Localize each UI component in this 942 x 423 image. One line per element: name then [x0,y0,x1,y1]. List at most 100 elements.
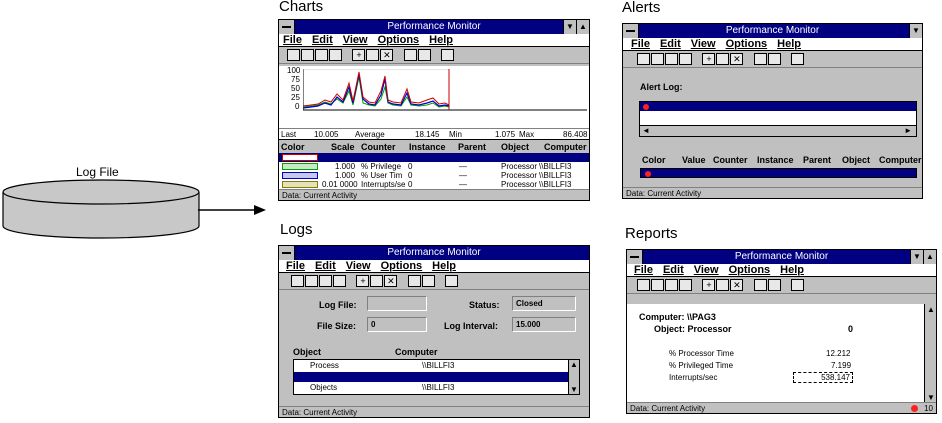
system-menu-icon[interactable] [279,246,295,260]
scroll-left-icon[interactable]: ◄ [642,126,650,135]
options-icon[interactable] [791,53,805,65]
chart-status-bar: Data: Current Activity [279,189,589,200]
menu-help[interactable]: Help [780,264,805,276]
log-view-icon[interactable] [665,279,678,291]
add-icon[interactable]: + [352,49,366,61]
delete-icon[interactable]: ✕ [384,275,398,287]
edit-icon[interactable] [716,279,730,291]
horizontal-scrollbar[interactable]: ◄ ► [640,125,916,136]
bookmark-icon[interactable] [767,53,781,65]
delete-icon[interactable]: ✕ [730,53,744,65]
report-view-icon[interactable] [679,53,692,65]
menu-edit[interactable]: Edit [659,38,681,50]
vertical-scrollbar[interactable]: ▲ ▼ [568,360,579,394]
alert-view-icon[interactable] [301,49,314,61]
bookmark-icon[interactable] [767,279,781,291]
list-item[interactable]: Process \\BILLFI3 [310,361,455,370]
options-icon[interactable] [441,49,455,61]
log-file-field-label: Log File: [319,300,357,310]
scroll-down-icon[interactable]: ▼ [927,393,935,402]
menu-help[interactable]: Help [429,34,454,46]
log-view-icon[interactable] [665,53,678,65]
scroll-up-icon[interactable]: ▲ [927,305,935,314]
update-icon[interactable] [403,49,417,61]
options-icon[interactable] [791,279,805,291]
report-object-instance: 0 [848,324,854,334]
menu-view[interactable]: View [345,260,371,272]
report-view-icon[interactable] [329,49,342,61]
chart-view-icon[interactable] [637,53,650,65]
add-icon[interactable]: + [702,53,716,65]
system-menu-icon[interactable] [279,20,295,34]
scroll-down-icon[interactable]: ▼ [570,385,578,394]
menu-edit[interactable]: Edit [314,260,336,272]
minimize-icon[interactable]: ▼ [910,250,923,264]
maximize-icon[interactable]: ▲ [923,250,936,264]
menu-view[interactable]: View [342,34,368,46]
chart-title-bar: Performance Monitor ▼ ▲ [279,20,589,34]
edit-icon[interactable] [716,53,730,65]
menu-help[interactable]: Help [432,260,457,272]
chart-view-icon[interactable] [291,275,304,287]
log-view-icon[interactable] [315,49,328,61]
menu-edit[interactable]: Edit [662,264,684,276]
alert-view-icon[interactable] [651,53,664,65]
menu-view[interactable]: View [693,264,719,276]
chart-view-icon[interactable] [287,49,300,61]
alert-log-list[interactable]: ◄ ► [639,101,917,137]
legend-row[interactable] [279,153,589,162]
report-menu-bar: File Edit View Options Help [627,264,936,277]
report-counter-value[interactable]: 538.147 [793,372,853,383]
delete-icon[interactable]: ✕ [380,49,394,61]
system-menu-icon[interactable] [623,24,639,38]
maximize-icon[interactable]: ▲ [576,20,589,34]
log-object-list[interactable]: Process \\BILLFI3 Objects \\BILLFI3 ▲ ▼ [293,359,580,395]
report-view-icon[interactable] [679,279,692,291]
bookmark-icon[interactable] [421,275,435,287]
legend-row[interactable]: 0.01 0000 Interrupts/se 0 — Processor \\… [279,180,589,189]
menu-options[interactable]: Options [728,264,771,276]
update-icon[interactable] [753,53,767,65]
alert-log-row[interactable] [640,102,916,111]
menu-file[interactable]: File [283,34,302,46]
bookmark-icon[interactable] [417,49,431,61]
add-icon[interactable]: + [702,279,716,291]
delete-icon[interactable]: ✕ [730,279,744,291]
list-item[interactable] [294,372,568,382]
menu-edit[interactable]: Edit [311,34,333,46]
list-item[interactable]: Objects \\BILLFI3 [310,383,455,392]
minimize-icon[interactable]: ▼ [563,20,576,34]
legend-row[interactable]: 1.000 % User Tim 0 — Processor \\BILLFI3 [279,171,589,180]
menu-view[interactable]: View [690,38,716,50]
menu-options[interactable]: Options [377,34,420,46]
edit-icon[interactable] [370,275,384,287]
chart-view-icon[interactable] [637,279,650,291]
alert-view-icon[interactable] [651,279,664,291]
alert-view-icon[interactable] [305,275,318,287]
chart-legend-list[interactable]: 1.000 % Privilege 0 — Processor \\BILLFI… [279,153,589,190]
menu-options[interactable]: Options [725,38,768,50]
alert-legend-row[interactable] [640,168,917,178]
edit-icon[interactable] [366,49,380,61]
menu-file[interactable]: File [634,264,653,276]
minimize-icon[interactable]: ▼ [909,24,922,38]
menu-file[interactable]: File [286,260,305,272]
scroll-right-icon[interactable]: ► [904,126,912,135]
options-icon[interactable] [445,275,459,287]
update-icon[interactable] [753,279,767,291]
alert-count: 10 [924,404,933,413]
legend-row[interactable]: 1.000 % Privilege 0 — Processor \\BILLFI… [279,162,589,171]
scroll-up-icon[interactable]: ▲ [570,360,578,369]
update-icon[interactable] [407,275,421,287]
add-icon[interactable]: + [356,275,370,287]
report-counter-label: % Privileged Time [669,361,734,370]
log-interval-input[interactable]: 15.000 [512,317,576,332]
vertical-scrollbar[interactable]: ▲ ▼ [924,304,936,403]
menu-help[interactable]: Help [777,38,802,50]
system-menu-icon[interactable] [627,250,643,264]
report-view-icon[interactable] [333,275,346,287]
log-view-icon[interactable] [319,275,332,287]
log-file-input[interactable] [367,296,427,311]
menu-file[interactable]: File [631,38,650,50]
menu-options[interactable]: Options [380,260,423,272]
